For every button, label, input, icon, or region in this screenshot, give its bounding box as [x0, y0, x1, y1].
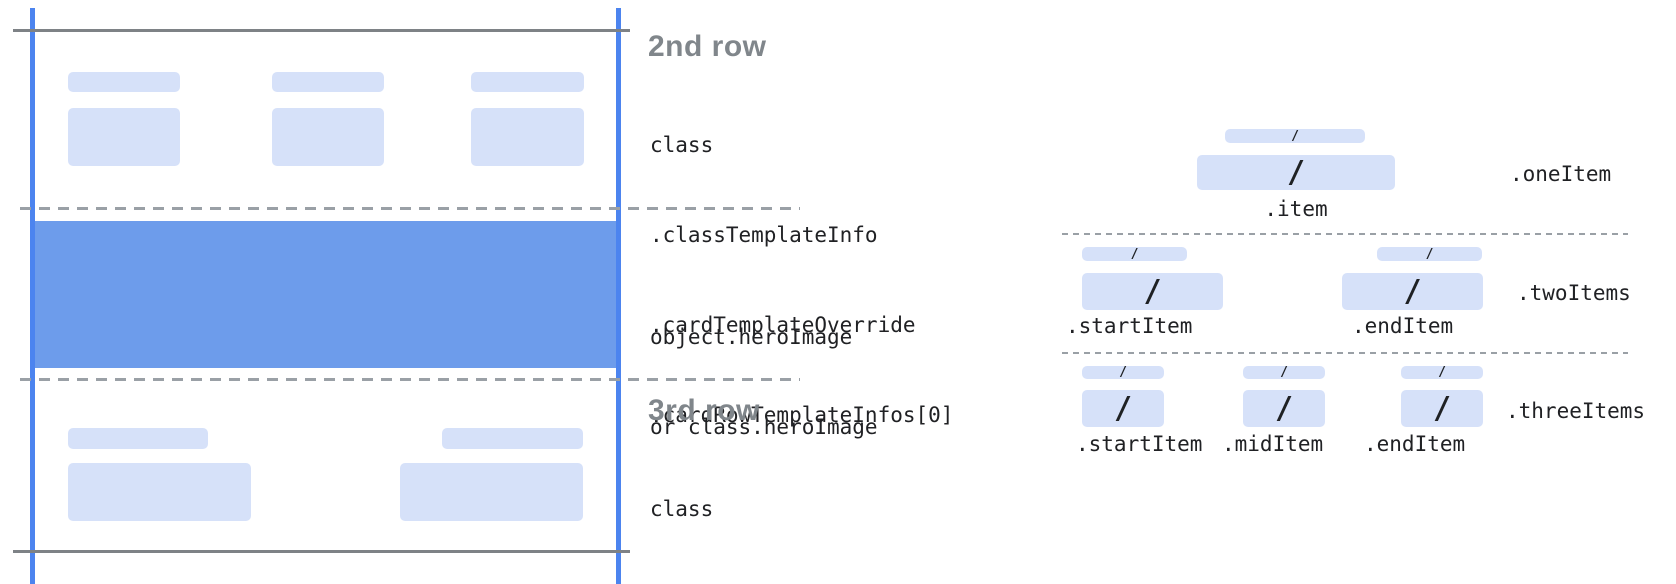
- row2-code-block: class .classTemplateInfo .cardTemplateOv…: [650, 70, 953, 490]
- code-line: .classTemplateInfo: [650, 223, 878, 247]
- row2-col1-value-bar: [68, 108, 180, 166]
- card-left-guide-line: [30, 8, 35, 584]
- two-items-group-label: .twoItems: [1517, 281, 1631, 305]
- code-line: object.heroImage: [650, 325, 853, 349]
- row3-top-dashed-line: [20, 378, 800, 381]
- row3-code-block: class .classTemplateInfo .cardTemplateOv…: [650, 434, 953, 584]
- placeholder-slash: /: [1432, 391, 1452, 426]
- end-item-field-label: .endItem: [1352, 314, 1454, 338]
- code-line: or class.heroImage: [650, 415, 878, 439]
- three-items-mid-value-bar: /: [1243, 390, 1325, 427]
- card-top-line: [13, 29, 630, 32]
- row3-col1-value-bar: [68, 463, 251, 521]
- one-item-label-bar: /: [1225, 128, 1365, 144]
- one-item-value-bar: /: [1197, 155, 1395, 190]
- placeholder-slash: /: [1286, 155, 1306, 190]
- end-item-field-label: .endItem: [1364, 432, 1466, 456]
- row2-col3-label-bar: [471, 72, 584, 92]
- start-item-field-label: .startItem: [1066, 314, 1193, 338]
- placeholder-slash: /: [1403, 274, 1422, 309]
- row2-heading: 2nd row: [648, 30, 767, 63]
- placeholder-slash: /: [1119, 365, 1127, 380]
- placeholder-slash: /: [1438, 365, 1446, 380]
- hero-image-band: [33, 221, 619, 368]
- item-field-label: .item: [1264, 197, 1328, 221]
- three-items-start-value-bar: /: [1082, 390, 1164, 427]
- row2-col2-label-bar: [272, 72, 384, 92]
- three-items-group-label: .threeItems: [1506, 399, 1646, 423]
- two-items-start-label-bar: /: [1082, 246, 1187, 262]
- row2-bottom-dashed-line: [20, 207, 800, 210]
- two-items-start-value-bar: /: [1082, 273, 1223, 310]
- card-bottom-line: [13, 550, 630, 553]
- two-items-end-label-bar: /: [1377, 246, 1482, 262]
- row2-col2-value-bar: [272, 108, 384, 166]
- code-line: .cardTemplateOverride: [650, 313, 916, 337]
- placeholder-slash: /: [1425, 246, 1434, 262]
- placeholder-slash: /: [1113, 391, 1133, 426]
- code-line: class: [650, 497, 714, 521]
- code-line: .cardRowTemplateInfos[0]: [650, 403, 954, 427]
- code-line: class: [650, 133, 714, 157]
- two-three-divider-dashed-line: [1062, 352, 1628, 354]
- placeholder-slash: /: [1143, 274, 1162, 309]
- card-right-guide-line: [616, 8, 621, 584]
- three-items-mid-label-bar: /: [1243, 365, 1325, 380]
- row3-col2-label-bar: [442, 428, 583, 449]
- three-items-start-label-bar: /: [1082, 365, 1164, 380]
- mid-item-field-label: .midItem: [1222, 432, 1324, 456]
- three-items-end-value-bar: /: [1401, 390, 1483, 427]
- start-item-field-label: .startItem: [1076, 432, 1203, 456]
- hero-code-block: object.heroImage or class.heroImage: [650, 262, 878, 502]
- placeholder-slash: /: [1130, 246, 1139, 262]
- placeholder-slash: /: [1291, 128, 1299, 144]
- placeholder-slash: /: [1274, 391, 1294, 426]
- row2-col1-label-bar: [68, 72, 180, 92]
- row3-col2-value-bar: [400, 463, 583, 521]
- two-items-end-value-bar: /: [1342, 273, 1483, 310]
- three-items-end-label-bar: /: [1401, 365, 1483, 380]
- placeholder-slash: /: [1280, 365, 1288, 380]
- one-item-group-label: .oneItem: [1510, 162, 1612, 186]
- row3-col1-label-bar: [68, 428, 208, 449]
- row2-col3-value-bar: [471, 108, 584, 166]
- row3-heading: 3rd row: [648, 394, 760, 427]
- one-two-divider-dashed-line: [1062, 233, 1628, 235]
